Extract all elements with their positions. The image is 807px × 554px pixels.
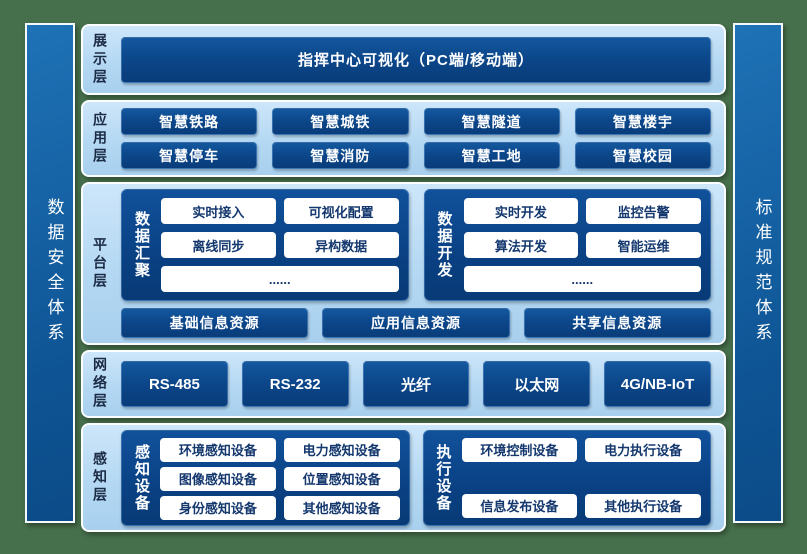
layer-label-display: 展示层 [92,32,108,87]
platform-item: 异构数据 [283,232,399,258]
application-box: 智慧停车 [121,142,258,169]
platform-item: 智能运维 [586,232,701,258]
application-box: 智慧隧道 [423,108,560,135]
network-box: RS-232 [241,361,349,407]
layer-panel-perception: 感知层 感知设备 环境感知设备 电力感知设备 图像感知设备 位置感知设备 身份感… [81,423,726,532]
sensing-device-item: 环境感知设备 [160,437,276,462]
application-grid: 智慧铁路 智慧城铁 智慧隧道 智慧楼宇 智慧停车 智慧消防 智慧工地 智慧校园 [121,108,711,169]
network-box: 4G/NB-IoT [604,361,711,407]
platform-item: 实时接入 [161,198,276,224]
platform-content: 数据汇聚 实时接入 可视化配置 离线同步 异构数据 ...... 数据开发 实时… [121,189,711,338]
platform-item: 离线同步 [161,232,276,258]
resource-box: 基础信息资源 [121,308,309,338]
execution-device-item: 信息发布设备 [461,493,578,518]
platform-item-more: ...... [463,266,701,292]
resources-row: 基础信息资源 应用信息资源 共享信息资源 [121,308,711,338]
execution-device-item: 其他执行设备 [585,493,701,518]
sensing-devices-label: 感知设备 [133,443,150,512]
command-center-box: 指挥中心可视化（PC端/移动端） [121,36,711,83]
data-security-bar: 数据安全体系 [25,23,75,523]
data-aggregation-label: 数据汇聚 [133,211,150,279]
sensing-device-item: 其他感知设备 [283,495,400,520]
sensing-devices-group: 感知设备 环境感知设备 电力感知设备 图像感知设备 位置感知设备 身份感知设备 … [121,429,410,526]
execution-devices-grid: 环境控制设备 电力执行设备 信息发布设备 其他执行设备 [461,437,701,518]
data-security-label: 数据安全体系 [44,198,64,348]
application-box: 智慧工地 [423,142,560,169]
layer-label-network: 网络层 [92,357,108,411]
perception-groups-row: 感知设备 环境感知设备 电力感知设备 图像感知设备 位置感知设备 身份感知设备 … [121,429,711,526]
resource-box: 应用信息资源 [322,308,510,338]
execution-devices-label: 执行设备 [434,443,452,512]
application-box: 智慧铁路 [121,108,258,135]
application-box: 智慧校园 [574,142,711,169]
layer-panel-display: 展示层 指挥中心可视化（PC端/移动端） [81,24,726,95]
network-box: RS-485 [121,361,228,407]
data-development-label: 数据开发 [435,211,453,279]
execution-device-item: 环境控制设备 [461,437,578,462]
application-box: 智慧城铁 [272,108,409,135]
data-aggregation-grid: 实时接入 可视化配置 离线同步 异构数据 ...... [161,198,399,292]
layer-label-application: 应用层 [92,111,108,166]
platform-item: 可视化配置 [283,198,399,224]
sensing-device-item: 电力感知设备 [283,437,400,462]
layer-panel-application: 应用层 智慧铁路 智慧城铁 智慧隧道 智慧楼宇 智慧停车 智慧消防 智慧工地 智… [81,100,726,177]
platform-groups-row: 数据汇聚 实时接入 可视化配置 离线同步 异构数据 ...... 数据开发 实时… [121,189,711,301]
execution-device-item: 电力执行设备 [585,437,701,462]
platform-item: 实时开发 [463,198,579,224]
platform-item: 监控告警 [586,198,701,224]
layer-label-platform: 平台层 [92,236,108,291]
data-development-group: 数据开发 实时开发 监控告警 算法开发 智能运维 ...... [423,189,711,301]
standards-label: 标准规范体系 [752,198,772,348]
network-box: 光纤 [362,361,470,407]
data-development-grid: 实时开发 监控告警 算法开发 智能运维 ...... [463,198,701,292]
sensing-device-item: 位置感知设备 [283,466,400,491]
standards-bar: 标准规范体系 [733,23,783,523]
application-box: 智慧楼宇 [574,108,711,135]
sensing-device-item: 身份感知设备 [160,495,276,520]
data-aggregation-group: 数据汇聚 实时接入 可视化配置 离线同步 异构数据 ...... [121,189,409,301]
sensing-device-item: 图像感知设备 [160,466,276,491]
platform-item-more: ...... [161,266,399,292]
layer-label-perception: 感知层 [92,450,108,505]
layer-stack: 展示层 指挥中心可视化（PC端/移动端） 应用层 智慧铁路 智慧城铁 智慧隧道 … [81,24,726,532]
network-row: RS-485 RS-232 光纤 以太网 4G/NB-IoT [121,361,711,407]
network-box: 以太网 [483,361,591,407]
execution-devices-group: 执行设备 环境控制设备 电力执行设备 信息发布设备 其他执行设备 [422,429,711,526]
layer-panel-network: 网络层 RS-485 RS-232 光纤 以太网 4G/NB-IoT [81,350,726,418]
application-box: 智慧消防 [272,142,409,169]
sensing-devices-grid: 环境感知设备 电力感知设备 图像感知设备 位置感知设备 身份感知设备 其他感知设… [160,437,400,520]
layer-panel-platform: 平台层 数据汇聚 实时接入 可视化配置 离线同步 异构数据 ...... [81,182,726,345]
platform-item: 算法开发 [463,232,579,258]
resource-box: 共享信息资源 [523,308,711,338]
